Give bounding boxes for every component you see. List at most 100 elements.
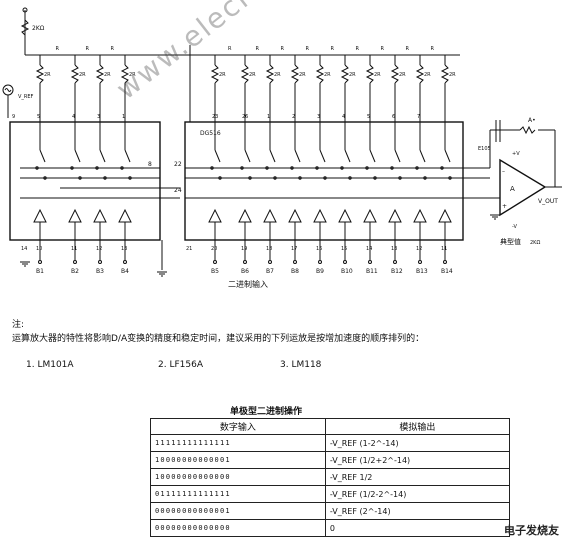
digital-input-cell: 10000000000000 bbox=[150, 468, 326, 486]
site-logo: 电子发烧友 bbox=[504, 524, 559, 537]
right-2r-label-2: 2R bbox=[274, 72, 281, 78]
analog-output-cell: -V_REF (1/2+2^-14) bbox=[324, 451, 511, 469]
typical-label: 典型值 bbox=[500, 237, 521, 246]
right-2r-resistor-9 bbox=[440, 64, 450, 84]
left-buffer-icon-0 bbox=[33, 208, 47, 223]
op-amp-icon bbox=[499, 158, 547, 217]
bit-input-B10: B10 bbox=[341, 268, 353, 275]
bit-input-B4: B4 bbox=[121, 268, 129, 275]
digital-input-cell: 00000000000000 bbox=[150, 519, 326, 537]
top-resistor-label: 2KΩ bbox=[32, 25, 45, 32]
svg-text:+: + bbox=[502, 203, 507, 210]
right-bottom-pin-10: 11 bbox=[441, 246, 447, 252]
right-bottom-pin-0: 21 bbox=[186, 246, 192, 252]
dg516-switch-block bbox=[184, 121, 464, 241]
col-digital-input: 数字输入 bbox=[150, 418, 326, 435]
left-buffer-icon-1 bbox=[68, 208, 82, 223]
right-2r-label-4: 2R bbox=[324, 72, 331, 78]
right-top-pin-6: 5 bbox=[367, 114, 370, 120]
feedback-label: A• bbox=[528, 117, 536, 124]
output-label: V_OUT bbox=[538, 198, 558, 205]
table-title: 单极型二进制操作 bbox=[230, 407, 303, 417]
left-switch-2 bbox=[99, 149, 106, 163]
right-r-label-6: R bbox=[381, 46, 385, 52]
left-bottom-pin-4: 13 bbox=[121, 246, 127, 252]
right-2r-label-7: 2R bbox=[399, 72, 406, 78]
left-r-label-2: R bbox=[111, 46, 115, 52]
digital-input-cell: 01111111111111 bbox=[150, 485, 326, 503]
left-r-label-1: R bbox=[86, 46, 90, 52]
right-r-label-2: R bbox=[281, 46, 285, 52]
right-bottom-pin-5: 16 bbox=[316, 246, 322, 252]
table-row: 10000000000001-V_REF (1/2+2^-14) bbox=[150, 451, 511, 469]
right-buffer-icon-2 bbox=[263, 208, 277, 223]
right-2r-resistor-5 bbox=[340, 64, 350, 84]
analog-output-cell: -V_REF (1/2-2^-14) bbox=[324, 485, 511, 503]
right-switch-1 bbox=[244, 149, 251, 163]
right-2r-label-1: 2R bbox=[249, 72, 256, 78]
right-switch-5 bbox=[344, 149, 351, 163]
right-switch-7 bbox=[394, 149, 401, 163]
amp-note: E105 bbox=[478, 146, 491, 152]
amp-option-1: 1. LM101A bbox=[26, 360, 74, 370]
right-switch-4 bbox=[319, 149, 326, 163]
supply-pos: +V bbox=[512, 151, 520, 157]
left-top-pin-4: 1 bbox=[122, 114, 125, 120]
pin-8: 8 bbox=[148, 161, 152, 168]
left-top-pin-3: 3 bbox=[97, 114, 100, 120]
analog-output-cell: 0 bbox=[324, 519, 511, 537]
note-heading: 注: bbox=[12, 320, 25, 330]
right-buffer-icon-0 bbox=[208, 208, 222, 223]
right-buffer-icon-4 bbox=[313, 208, 327, 223]
right-buffer-icon-9 bbox=[438, 208, 452, 223]
binary-input-label: 二进制输入 bbox=[228, 279, 268, 289]
right-2r-label-0: 2R bbox=[219, 72, 226, 78]
right-switch-0 bbox=[214, 149, 221, 163]
left-2r-label-1: 2R bbox=[79, 72, 86, 78]
right-r-label-0: R bbox=[228, 46, 232, 52]
left-switch-0 bbox=[39, 149, 46, 163]
right-top-pin-1: 26 bbox=[242, 114, 248, 120]
right-bottom-pin-7: 14 bbox=[366, 246, 372, 252]
right-top-pin-5: 4 bbox=[342, 114, 345, 120]
right-buffer-icon-8 bbox=[413, 208, 427, 223]
bit-input-B13: B13 bbox=[416, 268, 428, 275]
left-switch-block bbox=[9, 121, 161, 241]
digital-input-cell: 11111111111111 bbox=[150, 434, 326, 452]
left-top-pin-2: 4 bbox=[72, 114, 75, 120]
right-buffer-icon-1 bbox=[238, 208, 252, 223]
ic-label: DG516 bbox=[200, 130, 221, 137]
left-2r-resistor-1 bbox=[70, 64, 80, 84]
left-2r-resistor-0 bbox=[35, 64, 45, 84]
digital-input-cell: 00000000000001 bbox=[150, 502, 326, 520]
left-bottom-pin-2: 11 bbox=[71, 246, 77, 252]
unipolar-binary-table: 数字输入 模拟输出 11111111111111-V_REF (1-2^-14)… bbox=[150, 418, 511, 537]
right-buffer-icon-3 bbox=[288, 208, 302, 223]
table-row: 01111111111111-V_REF (1/2-2^-14) bbox=[150, 485, 511, 503]
right-top-pin-7: 6 bbox=[392, 114, 395, 120]
right-2r-label-8: 2R bbox=[424, 72, 431, 78]
right-2r-label-6: 2R bbox=[374, 72, 381, 78]
right-switch-9 bbox=[444, 149, 451, 163]
bit-input-B2: B2 bbox=[71, 268, 79, 275]
svg-text:–: – bbox=[502, 168, 505, 175]
right-2r-label-9: 2R bbox=[449, 72, 456, 78]
right-switch-8 bbox=[419, 149, 426, 163]
right-2r-resistor-7 bbox=[390, 64, 400, 84]
right-2r-resistor-0 bbox=[210, 64, 220, 84]
right-r-label-3: R bbox=[306, 46, 310, 52]
right-switch-3 bbox=[294, 149, 301, 163]
analog-output-cell: -V_REF 1/2 bbox=[324, 468, 511, 486]
right-bottom-pin-6: 15 bbox=[341, 246, 347, 252]
analog-output-cell: -V_REF (2^-14) bbox=[324, 502, 511, 520]
supply-neg: -V bbox=[512, 224, 518, 230]
left-2r-resistor-3 bbox=[120, 64, 130, 84]
left-switch-3 bbox=[124, 149, 131, 163]
right-bottom-pin-4: 17 bbox=[291, 246, 297, 252]
bit-input-B5: B5 bbox=[211, 268, 219, 275]
amp-option-3: 3. LM118 bbox=[280, 360, 322, 370]
right-r-label-8: R bbox=[431, 46, 435, 52]
right-top-pin-2: 1 bbox=[267, 114, 270, 120]
bit-input-B12: B12 bbox=[391, 268, 403, 275]
